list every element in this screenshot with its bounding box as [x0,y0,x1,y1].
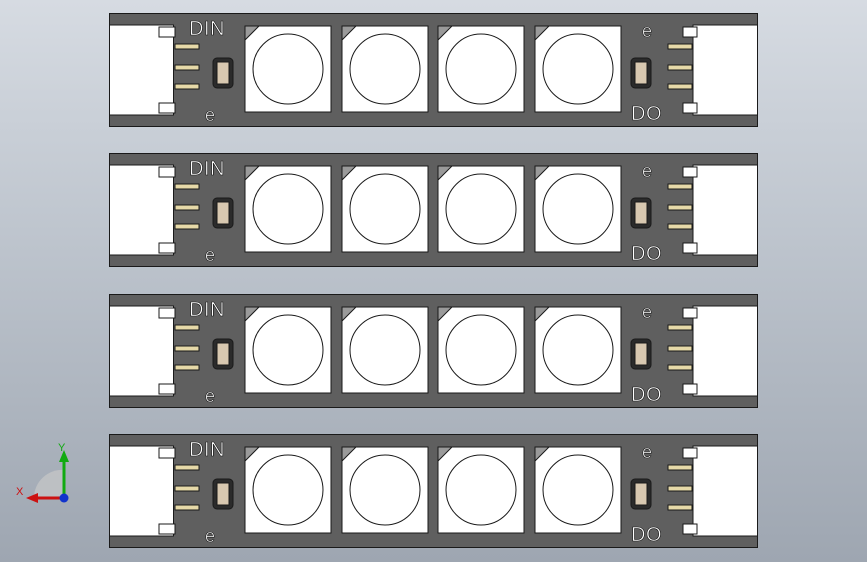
ground-symbol-right: e [642,302,653,323]
led-group [244,306,622,394]
ground-symbol-left: e [205,526,216,547]
ground-symbol-right: e [642,161,653,182]
din-label: DIN [189,439,225,461]
do-label: DO [631,524,662,546]
led-strip-4[interactable]: DIN DO e e [109,434,758,548]
din-label: DIN [189,18,225,40]
led-group [244,25,622,113]
led-strip-2[interactable]: DIN DO e e [109,153,758,267]
do-label: DO [631,243,662,265]
din-label: DIN [189,299,225,321]
led-strip-3[interactable]: DIN DO e e [109,294,758,408]
do-label: DO [631,103,662,125]
do-label: DO [631,384,662,406]
led-strip-drawing [109,434,758,548]
led-strip-drawing [109,153,758,267]
ground-symbol-left: e [205,386,216,407]
led-group [244,446,622,534]
led-strip-drawing [109,294,758,408]
ground-symbol-left: e [205,245,216,266]
axis-triad-icon [26,450,69,503]
ground-symbol-right: e [642,442,653,463]
y-axis-label: Y [58,442,66,454]
x-axis-label: X [16,486,24,498]
ground-symbol-right: e [642,21,653,42]
led-strip-1[interactable]: DIN DO e e [109,13,758,127]
led-group [244,165,622,253]
led-strip-drawing [109,13,758,127]
ground-symbol-left: e [205,105,216,126]
din-label: DIN [189,158,225,180]
